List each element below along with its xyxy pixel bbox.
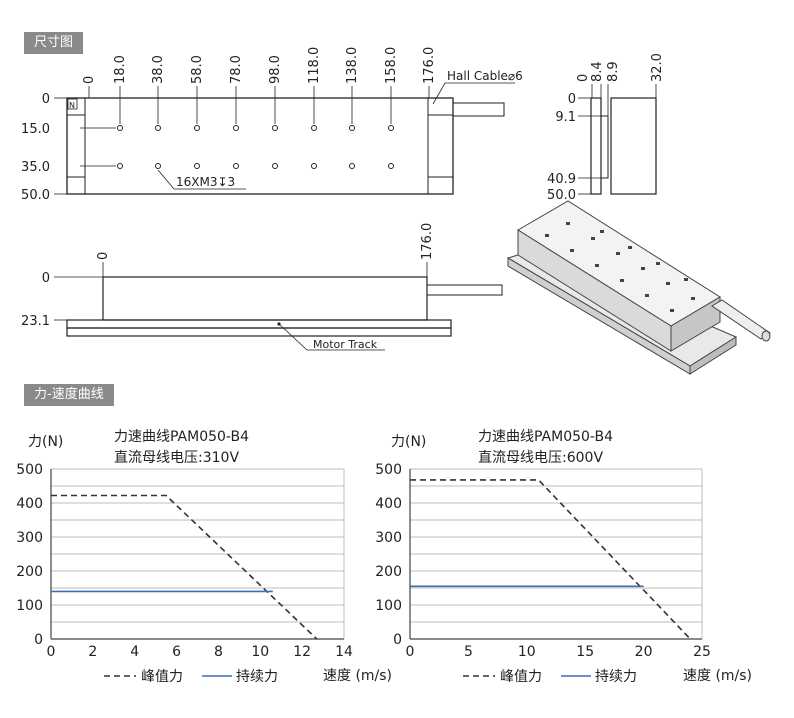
top-y-label: 0 <box>42 92 50 107</box>
top-y-label: 35.0 <box>21 160 50 175</box>
front-y-label: 23.1 <box>21 314 50 329</box>
chart-legend: 峰值力 持续力 <box>104 668 278 685</box>
front-x-label: 176.0 <box>420 223 435 260</box>
x-tick-label: 2 <box>88 644 97 660</box>
top-x-label: 158.0 <box>384 47 399 84</box>
chart-title: 力速曲线PAM050-B4 <box>478 429 613 445</box>
y-tick-label: 200 <box>375 564 402 580</box>
legend-label-peak: 峰值力 <box>141 669 183 685</box>
legend-label-continuous: 持续力 <box>595 668 637 685</box>
chart-ylabel: 力(N) <box>391 434 426 450</box>
iso-coil-end <box>670 296 721 352</box>
x-tick-label: 0 <box>406 644 415 660</box>
front-view: 0 176.0 0 23.1 Motor Track <box>21 223 503 351</box>
y-tick-label: 100 <box>16 598 43 614</box>
series-line-peak <box>51 494 318 640</box>
x-tick-label: 0 <box>47 644 56 660</box>
top-x-label: 98.0 <box>268 55 283 84</box>
force-speed-chart-600v: 0 100 200 300 400 500 0 5 10 15 20 25 力速曲线PAM050-B4… <box>375 429 752 685</box>
front-view-track <box>66 319 452 329</box>
mounting-holes <box>117 125 394 169</box>
x-tick-label: 10 <box>518 644 536 660</box>
y-tick-label: 300 <box>16 530 43 546</box>
y-tick-label: 0 <box>393 632 402 648</box>
top-y-label: 50.0 <box>21 188 50 203</box>
top-x-label: 176.0 <box>422 47 437 84</box>
side-view-track <box>590 97 602 195</box>
side-x-label: 0 <box>576 74 591 82</box>
top-view-body <box>66 97 454 195</box>
chart-xlabel: 速度 (m/s) <box>683 668 752 684</box>
top-x-label: 0 <box>82 76 97 84</box>
section-tag-curves: 力-速度曲线 <box>24 384 114 406</box>
top-view-right-cap <box>427 97 454 195</box>
isometric-view <box>506 200 771 375</box>
chart-title: 力速曲线PAM050-B4 <box>114 429 249 445</box>
chart-subtitle: 直流母线电压:600V <box>478 449 603 466</box>
side-y-label: 9.1 <box>555 110 576 125</box>
chart-subtitle: 直流母线电压:310V <box>114 449 239 466</box>
front-x-label: 0 <box>96 252 111 260</box>
front-view-coil <box>102 276 428 321</box>
top-view-cable <box>452 102 505 117</box>
y-tick-label: 400 <box>16 496 43 512</box>
side-y-label: 0 <box>568 92 576 107</box>
x-tick-label: 8 <box>214 644 223 660</box>
top-x-label: 78.0 <box>229 55 244 84</box>
x-tick-label: 12 <box>293 644 311 660</box>
side-view-magnet <box>600 115 609 179</box>
front-y-label: 0 <box>42 271 50 286</box>
side-y-label: 40.9 <box>547 172 576 187</box>
top-x-label: 38.0 <box>151 55 166 84</box>
y-tick-label: 200 <box>16 564 43 580</box>
iso-holes <box>545 222 695 312</box>
x-tick-label: 25 <box>693 644 711 660</box>
x-tick-label: 5 <box>464 644 473 660</box>
y-tick-label: 0 <box>34 632 43 648</box>
side-view-coil <box>610 97 657 195</box>
y-tick-label: 500 <box>375 462 402 478</box>
x-tick-label: 20 <box>635 644 653 660</box>
polarity-marker: N <box>69 101 75 110</box>
chart-xlabel: 速度 (m/s) <box>323 668 392 684</box>
y-tick-label: 400 <box>375 496 402 512</box>
x-tick-label: 15 <box>576 644 594 660</box>
motor-track-label: Motor Track <box>313 338 378 351</box>
y-tick-label: 100 <box>375 598 402 614</box>
top-y-label: 15.0 <box>21 122 50 137</box>
force-speed-chart-310v: 0 100 200 300 400 500 0 2 4 6 8 10 12 14 力速曲线PAM050-B… <box>16 429 392 685</box>
side-x-label: 32.0 <box>650 53 665 82</box>
side-x-label: 8.9 <box>606 61 621 82</box>
top-x-label: 18.0 <box>113 55 128 84</box>
top-x-label: 138.0 <box>345 47 360 84</box>
legend-label-peak: 峰值力 <box>500 669 542 685</box>
section-tag-dimensions: 尺寸图 <box>24 32 84 54</box>
x-tick-label: 6 <box>172 644 181 660</box>
top-x-label: 118.0 <box>307 47 322 84</box>
front-view-cable <box>426 284 503 296</box>
side-y-label: 50.0 <box>547 188 576 203</box>
top-view-left-cap <box>66 97 86 195</box>
y-tick-label: 500 <box>16 462 43 478</box>
x-tick-label: 4 <box>130 644 139 660</box>
series-line-peak <box>410 479 691 640</box>
x-tick-label: 10 <box>251 644 269 660</box>
side-view: 0 8.4 8.9 32.0 0 9.1 40.9 50.0 <box>547 53 665 203</box>
y-tick-label: 300 <box>375 530 402 546</box>
side-x-label: 8.4 <box>590 61 605 82</box>
top-x-label: 58.0 <box>190 55 205 84</box>
chart-legend: 峰值力 持续力 <box>463 668 637 685</box>
legend-label-continuous: 持续力 <box>236 668 278 685</box>
hall-cable-label: Hall Cable⌀6 <box>447 69 523 83</box>
x-tick-label: 14 <box>335 644 353 660</box>
iso-cable <box>711 299 771 340</box>
top-view: N <box>21 47 523 203</box>
hole-spec-label: 16XM3↧3 <box>176 175 235 189</box>
chart-ylabel: 力(N) <box>28 434 63 450</box>
